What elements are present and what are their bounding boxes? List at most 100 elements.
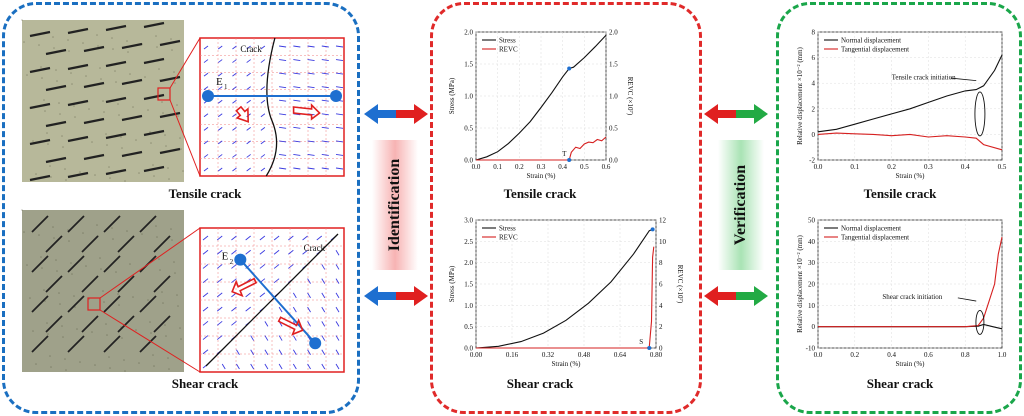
field-arrow — [307, 321, 311, 327]
field-arrow — [335, 335, 340, 341]
texture-dot — [35, 173, 37, 175]
series-line-1 — [475, 228, 653, 349]
joint-mark — [159, 111, 181, 119]
field-arrow — [203, 59, 209, 63]
joint-mark — [105, 168, 127, 176]
texture-dot — [26, 74, 28, 76]
texture-dot — [159, 269, 161, 271]
field-arrow — [335, 126, 344, 129]
chart2-title: Shear crack — [506, 376, 574, 391]
texture-dot — [152, 164, 154, 166]
texture-dot — [170, 38, 172, 40]
texture-dot — [105, 323, 107, 325]
texture-dot — [158, 258, 160, 260]
joint-mark — [121, 114, 143, 122]
field-arrow — [260, 99, 266, 104]
legend-label: Tangential displacement — [841, 46, 909, 54]
tensile-zoom-line — [169, 37, 201, 89]
texture-dot — [126, 40, 128, 42]
field-arrow — [321, 59, 329, 62]
field-arrow — [260, 126, 266, 131]
texture-dot — [150, 142, 152, 144]
texture-dot — [167, 167, 169, 169]
field-arrow — [292, 306, 297, 313]
joint-mark — [143, 21, 165, 29]
initiation-ellipse — [975, 309, 985, 335]
joint-mark — [45, 84, 67, 92]
x-axis-label: Strain (%) — [527, 172, 557, 180]
identification-label-box: Identification — [372, 140, 418, 270]
y-axis-label: Stress (MPa) — [448, 265, 456, 302]
field-arrow — [292, 349, 297, 356]
crack-label: Crack — [304, 243, 326, 253]
field-arrow — [293, 86, 301, 89]
texture-dot — [103, 111, 105, 113]
field-arrow — [302, 235, 308, 241]
joint-mark — [159, 39, 181, 47]
x-tick-label: 0.48 — [578, 351, 591, 359]
field-arrow — [307, 278, 311, 284]
texture-dot — [44, 110, 46, 112]
joint-mark — [121, 150, 143, 158]
texture-dot — [117, 103, 119, 105]
texture-dot — [179, 137, 181, 139]
field-arrow — [335, 72, 344, 75]
y2-tick-label: 0 — [659, 345, 663, 353]
field-arrow — [278, 363, 283, 370]
texture-dot — [76, 328, 78, 330]
series-line-2 — [476, 246, 655, 349]
field-arrow — [236, 349, 240, 356]
element-node — [202, 89, 214, 102]
texture-dot — [99, 67, 101, 69]
field-arrow — [321, 126, 329, 129]
y-tick-label: 0 — [812, 323, 816, 331]
texture-dot — [114, 70, 116, 72]
texture-dot — [58, 292, 60, 294]
texture-dot — [132, 106, 134, 108]
joint-mark — [105, 60, 127, 68]
field-arrow — [217, 126, 223, 131]
displacement-arrow — [235, 105, 250, 123]
texture-dot — [176, 294, 178, 296]
element-subscript: 1 — [224, 83, 228, 91]
y-tick-label: 1.0 — [464, 302, 473, 310]
field-arrow — [273, 235, 280, 241]
field-arrow — [292, 292, 297, 299]
texture-dot — [161, 291, 163, 293]
series-line-1 — [817, 54, 1003, 133]
texture-dot — [73, 105, 75, 107]
texture-dot — [117, 293, 119, 295]
texture-dot — [126, 230, 128, 232]
displacement-arrow — [292, 103, 321, 121]
joint-mark — [31, 295, 49, 313]
x-tick-label: 0.5 — [998, 163, 1007, 171]
field-arrow — [202, 306, 209, 312]
field-arrow — [307, 99, 315, 102]
texture-dot — [85, 75, 87, 77]
y-tick-label: 2 — [812, 105, 816, 113]
texture-dot — [40, 256, 42, 258]
texture-dot — [21, 209, 23, 211]
field-arrow — [279, 86, 287, 89]
texture-dot — [64, 168, 66, 170]
y2-tick-label: 10 — [659, 238, 667, 246]
texture-dot — [23, 231, 25, 233]
annotation-pointer — [950, 77, 977, 82]
x-tick-label: 1.0 — [998, 351, 1007, 359]
field-arrow — [216, 335, 223, 340]
field-arrow — [202, 264, 209, 269]
element-label: E — [222, 251, 229, 263]
joint-mark — [45, 120, 67, 128]
y-tick-label: 10 — [808, 302, 816, 310]
field-arrow — [232, 154, 237, 158]
texture-dot — [153, 365, 155, 367]
texture-dot — [82, 232, 84, 234]
joint-mark — [81, 275, 99, 293]
field-arrow — [335, 153, 344, 156]
field-arrow — [293, 153, 301, 156]
field-arrow — [321, 45, 329, 48]
field-arrow — [288, 235, 294, 241]
texture-dot — [149, 321, 151, 323]
